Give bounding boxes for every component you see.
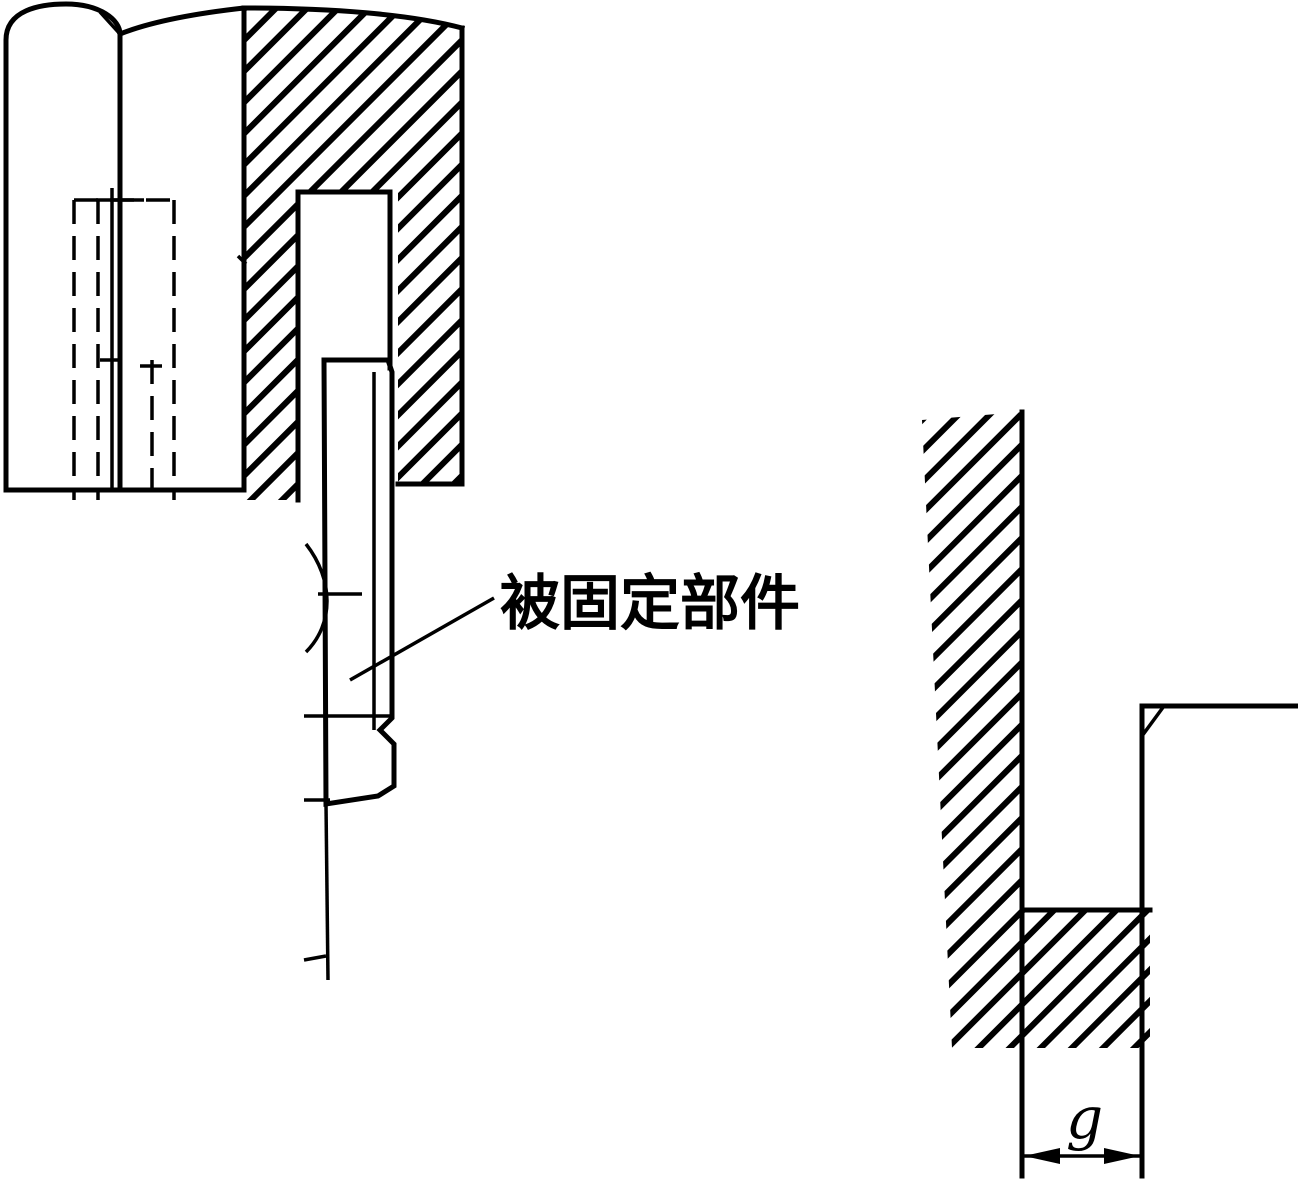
fixed-part-ticks xyxy=(303,592,392,962)
right-wall-hatch xyxy=(922,412,1022,1048)
fixed-part-label: 被固定部件 xyxy=(500,569,800,639)
hidden-screw-lines xyxy=(72,198,176,500)
screw-centerline xyxy=(96,188,162,490)
left-assembly: 被固定部件 xyxy=(3,1,800,981)
gap-dimension-label: g xyxy=(1066,1084,1103,1152)
right-detail: g xyxy=(922,409,1298,1179)
cylinder-seam xyxy=(98,10,122,36)
break-arc xyxy=(304,542,329,654)
cylinder-outline xyxy=(3,1,247,493)
left-housing-hatch xyxy=(244,8,462,500)
cylinder-top-edge xyxy=(116,5,466,38)
housing-small-notch xyxy=(236,254,248,266)
fixed-part-outline xyxy=(321,357,397,807)
fixed-part-leader-line xyxy=(349,596,495,682)
left-housing-outline xyxy=(295,25,465,503)
gap-arrow-left xyxy=(1024,1148,1060,1164)
fixed-part-extension xyxy=(324,803,330,981)
right-profile-outline xyxy=(1019,409,1298,1179)
right-corner-chamfer xyxy=(1140,704,1166,738)
gap-arrow-right xyxy=(1104,1148,1140,1164)
right-step-hatch xyxy=(1022,910,1150,1048)
